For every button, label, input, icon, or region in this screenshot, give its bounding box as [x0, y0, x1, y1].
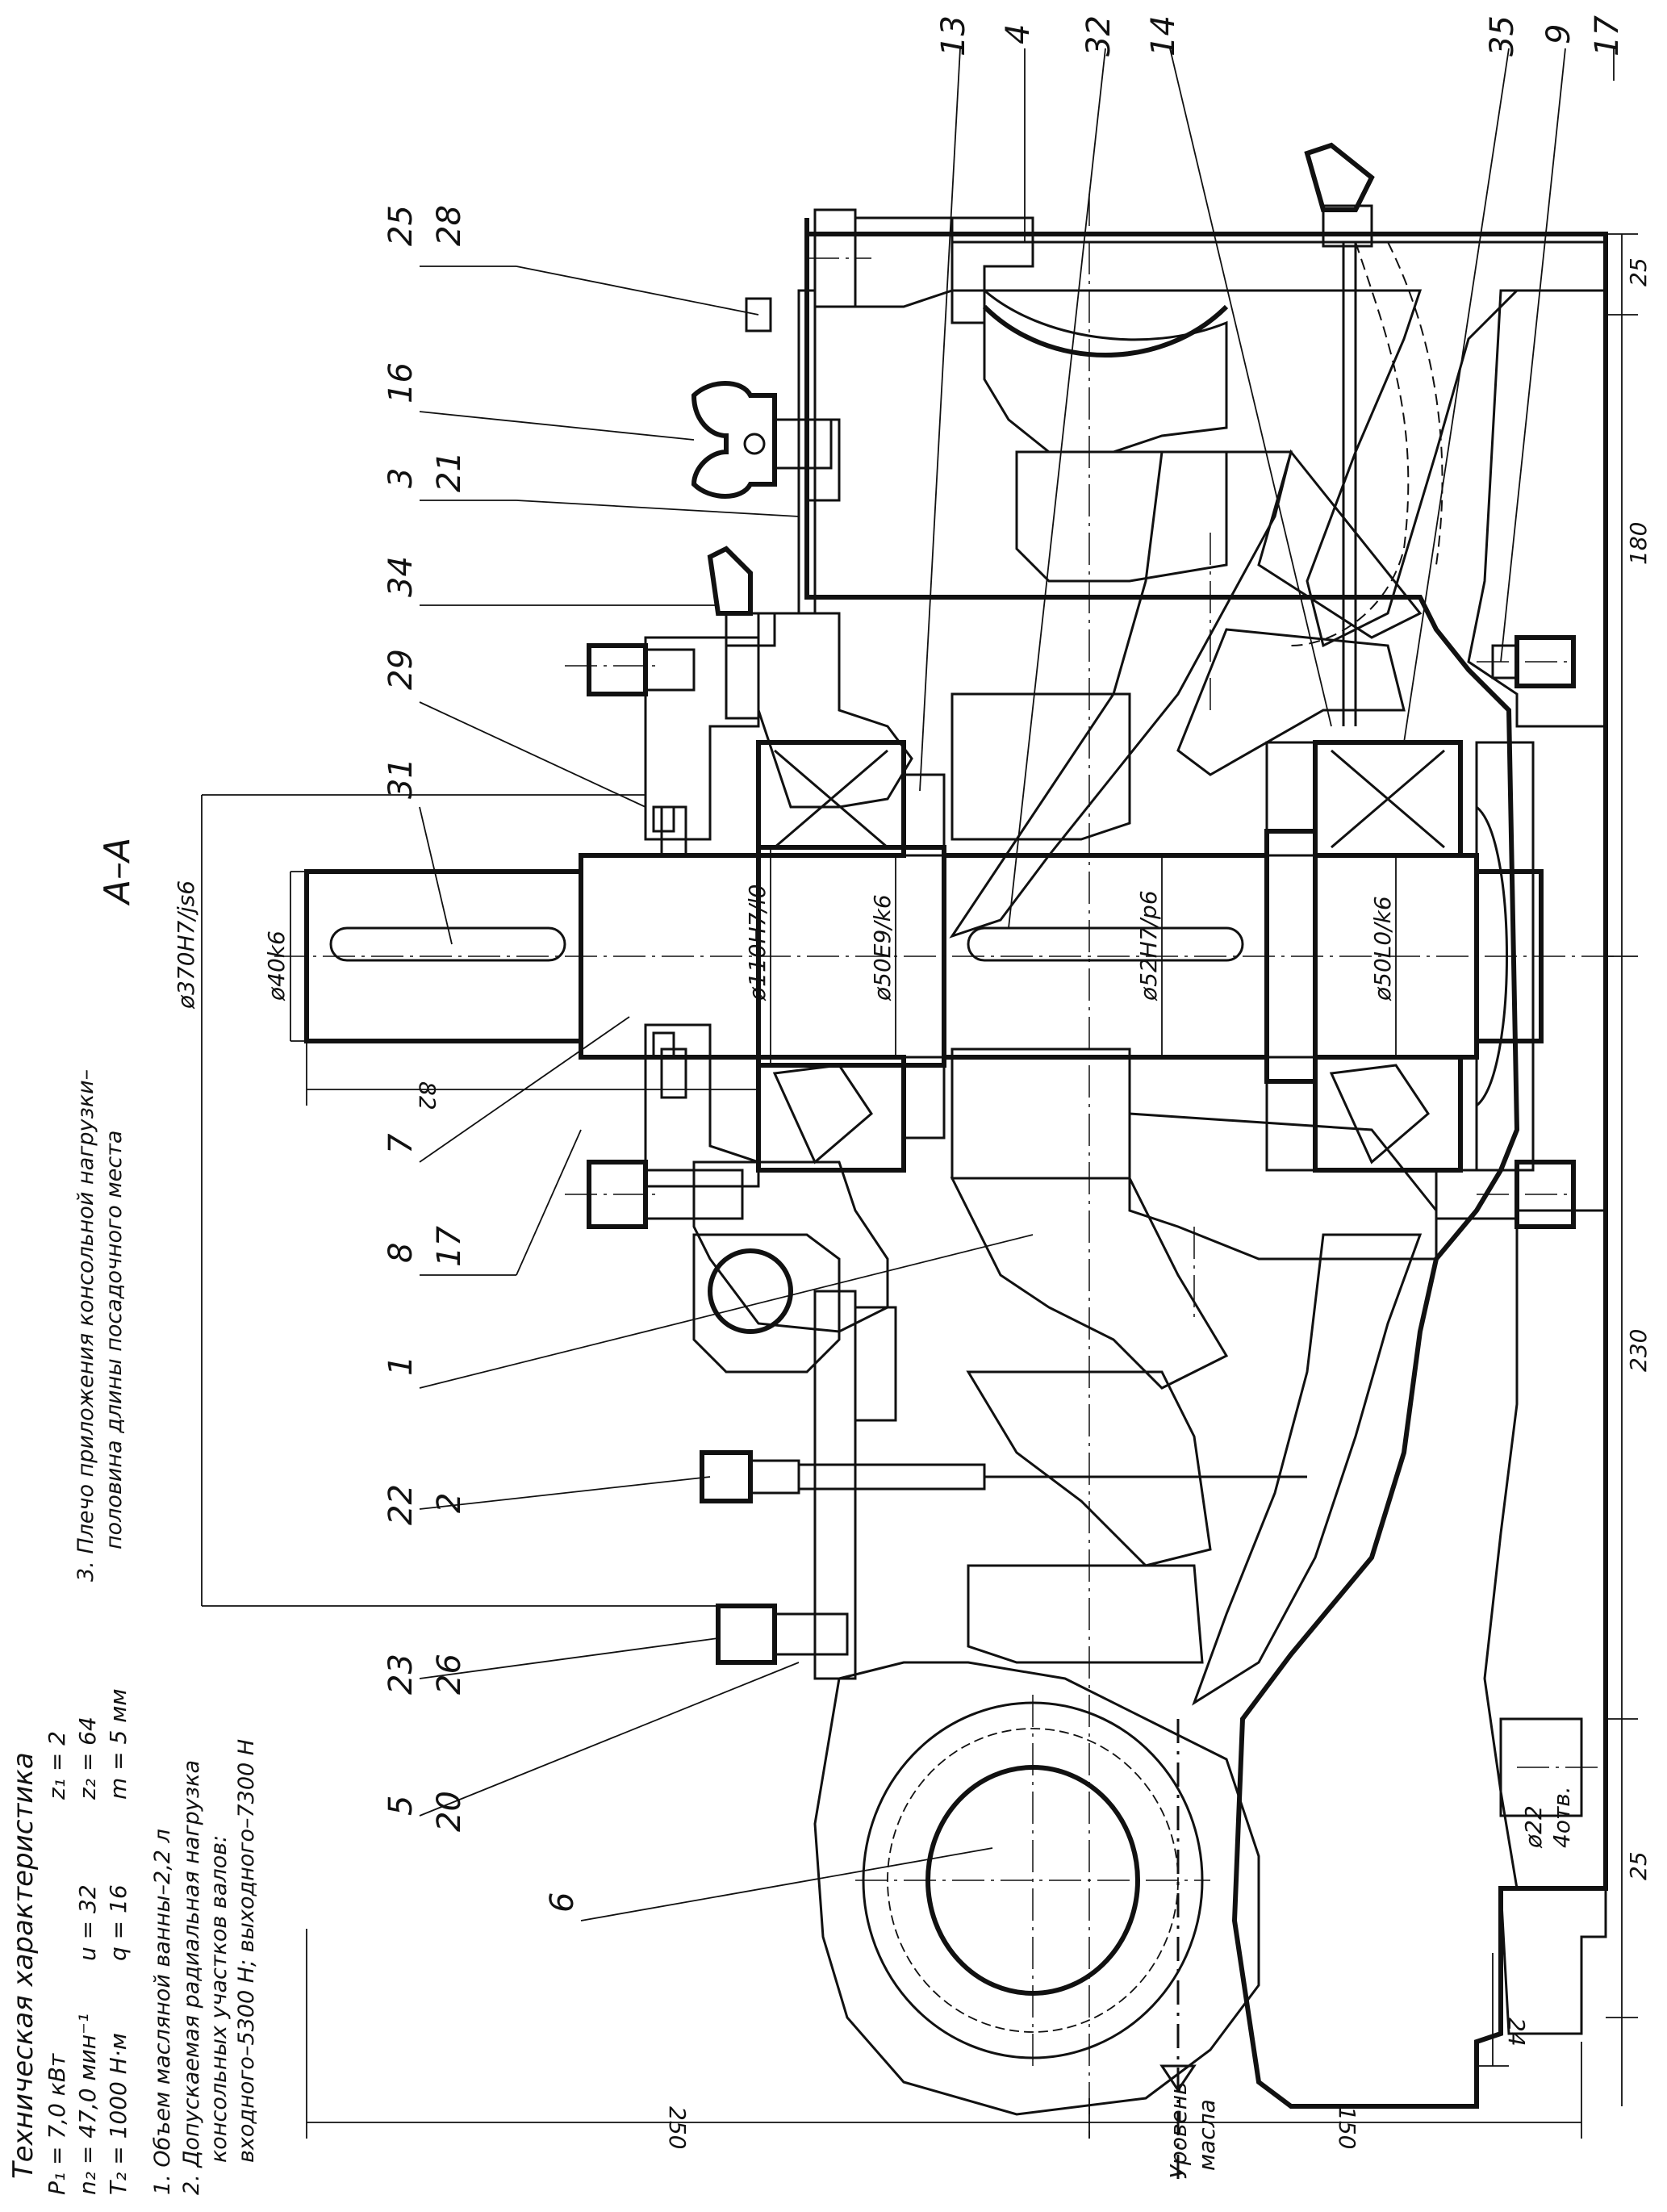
- dim-110: ø110H7/l0: [744, 884, 771, 1001]
- pos-23: 23: [382, 1654, 420, 1695]
- note-2c: входного–5300 Н; выходного–7300 Н: [234, 1739, 259, 2163]
- pos-28: 28: [431, 205, 468, 246]
- pos-31: 31: [382, 758, 420, 799]
- tech-u: u = 32: [74, 1884, 101, 1961]
- axis-lines: [274, 194, 1614, 2179]
- pos-4: 4: [1000, 24, 1037, 44]
- dim-50l0: ø50L0/k6: [1369, 896, 1396, 1001]
- note-3b: половина длины посадочного места: [102, 1131, 127, 1549]
- pos-32: 32: [1080, 15, 1118, 56]
- pos-7: 7: [382, 1133, 420, 1154]
- pos-8: 8: [382, 1243, 420, 1263]
- pos-16: 16: [382, 362, 420, 404]
- pos-5: 5: [382, 1796, 420, 1816]
- leader-lines: [419, 48, 1615, 1921]
- pos-3: 3: [382, 468, 420, 488]
- pos-21: 21: [431, 451, 468, 492]
- pos-20: 20: [431, 1791, 468, 1832]
- dim-250: 250: [664, 2106, 691, 2149]
- tech-q: q = 16: [105, 1884, 132, 1961]
- pos-9: 9: [1540, 24, 1577, 44]
- pos-22: 22: [382, 1484, 420, 1525]
- dim-150: 150: [1334, 2106, 1360, 2149]
- tech-m: m = 5 мм: [105, 1689, 132, 1800]
- fasteners: [587, 142, 1576, 1665]
- tech-z1: z₁ = 2: [44, 1731, 70, 1800]
- position-numbers: 25 28 16 3 21 34 29 31 7 8 17 1 22 2 23 …: [382, 205, 581, 1913]
- pos-34: 34: [382, 556, 420, 597]
- pos-29: 29: [382, 649, 420, 690]
- pos-14: 14: [1145, 15, 1182, 56]
- note-2a: 2. Допускаемая радиальная нагрузка: [179, 1760, 204, 2195]
- dim-50e9: ø50E9/k6: [869, 894, 896, 1001]
- oil-level-2: масла: [1193, 2099, 1220, 2171]
- pos-13: 13: [935, 15, 972, 56]
- note-3a: 3. Плечо приложения консольной нагрузки–: [73, 1069, 98, 1582]
- note-2b: консольных участков валов:: [207, 1835, 232, 2163]
- dim-370: ø370H7/js6: [173, 880, 199, 1010]
- pos-26: 26: [431, 1654, 468, 1695]
- dim-24: 24: [1503, 2018, 1530, 2047]
- pos-6: 6: [544, 1892, 581, 1913]
- dim-180: 180: [1625, 522, 1652, 565]
- dim-52: ø52H7/p6: [1135, 890, 1162, 1001]
- pos-2: 2: [431, 1493, 468, 1513]
- pos-17b: 17: [1589, 15, 1626, 56]
- text-labels: А–А Техническая характеристика P₁ = 7,0 …: [7, 15, 1652, 2195]
- worm-wheel: [949, 287, 1438, 1664]
- tech-t2: T₂ = 1000 Н·м: [105, 2033, 132, 2195]
- tech-z2: z₂ = 64: [74, 1716, 101, 1800]
- dim-22: ø22: [1520, 1805, 1547, 1849]
- dimension-text: ø370H7/js6 ø40k6 82 ø110H7/l0 ø50E9/k6 ø…: [173, 257, 1652, 2179]
- pos-1: 1: [382, 1356, 420, 1376]
- dim-82: 82: [414, 1081, 441, 1110]
- tech-p1: P₁ = 7,0 кВт: [44, 2053, 70, 2195]
- tech-title: Техническая характеристика: [7, 1752, 40, 2179]
- tech-n2: n₂ = 47,0 мин⁻¹: [74, 2013, 101, 2195]
- section-title: А–А: [97, 838, 138, 906]
- position-numbers-top: 13 4 32 14 35 9 17: [935, 15, 1626, 56]
- dim-25a: 25: [1625, 257, 1652, 286]
- dim-holes: 4отв.: [1548, 1786, 1575, 1848]
- oil-level-1: Уровень: [1165, 2081, 1192, 2179]
- dim-230: 230: [1625, 1329, 1652, 1372]
- dim-40: ø40k6: [263, 930, 290, 1001]
- pos-17a: 17: [431, 1226, 468, 1267]
- note-1: 1. Объем масляной ванны–2,2 л: [150, 1829, 175, 2195]
- dim-25b: 25: [1625, 1851, 1652, 1880]
- pos-35: 35: [1484, 15, 1521, 56]
- dimension-lines: [201, 233, 1638, 2139]
- pos-25: 25: [382, 205, 420, 246]
